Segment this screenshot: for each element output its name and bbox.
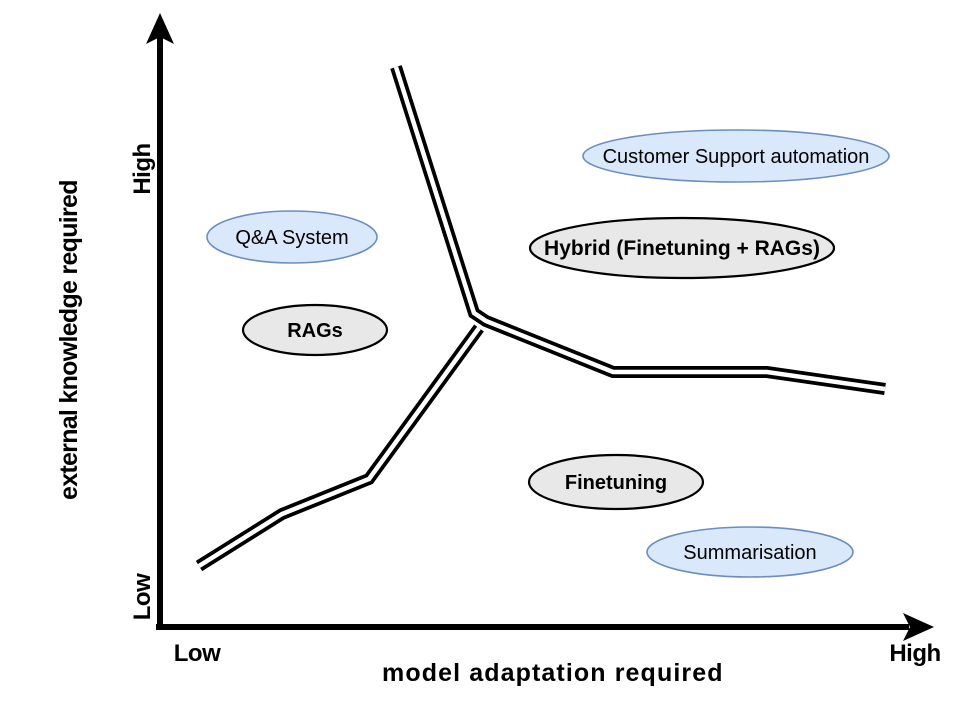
x-axis-low-label: Low [174,640,221,667]
hybrid-label: Hybrid (Finetuning + RAGs) [544,237,820,260]
y-axis-arrowhead-icon [146,13,174,44]
y-axis-high-label: High [129,143,156,194]
axes [146,13,934,641]
y-axis-title: external knowledge required [55,180,83,500]
node-qa-system: Q&A System [206,210,378,264]
summarisation-label: Summarisation [683,542,816,564]
rags-label: RAGs [287,320,343,342]
qa-system-label: Q&A System [235,227,348,249]
finetuning-ellipse [527,453,705,511]
x-axis-high-label: High [889,640,940,667]
x-axis-arrowhead-icon [903,613,934,641]
customer-support-label: Customer Support automation [603,146,870,168]
finetuning-label: Finetuning [565,472,667,494]
node-customer-support-automation: Customer Support automation [582,129,890,183]
y-axis-low-label: Low [129,573,156,620]
rags-ellipse [241,303,389,357]
customer-support-ellipse [582,129,890,183]
summarisation-ellipse [646,526,854,578]
node-finetuning: Finetuning [527,453,705,511]
node-summarisation: Summarisation [646,526,854,578]
boundary-top-to-right-core [393,66,886,392]
node-rags: RAGs [241,303,389,357]
hybrid-ellipse [528,216,836,280]
boundary-down-left [195,324,484,572]
boundary-down-left-core [197,326,481,568]
node-hybrid: Hybrid (Finetuning + RAGs) [528,216,836,280]
x-axis-title: model adaptation required [382,659,722,687]
region-boundaries [195,65,886,572]
qa-system-ellipse [206,210,378,264]
